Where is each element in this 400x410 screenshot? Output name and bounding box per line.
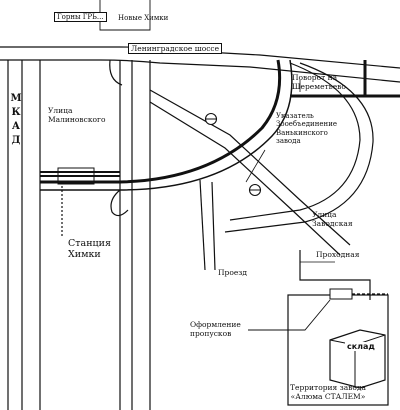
- pointer-callout: [245, 149, 266, 183]
- label-malinovsky-street: Улица Малиновского: [48, 106, 106, 124]
- station-railway: [40, 171, 120, 177]
- checkpoint-gate: [329, 288, 353, 300]
- driveway-road: [299, 250, 371, 300]
- label-top-left-box: Горны ГРЬ...: [54, 12, 107, 22]
- mkad-letter: М: [10, 93, 22, 104]
- diagonal-road: [149, 89, 351, 246]
- railway-curve: [40, 59, 282, 184]
- label-warehouse: склад: [345, 342, 377, 351]
- mkad-letter: К: [11, 107, 21, 118]
- label-pass-road: Проезд: [218, 268, 248, 277]
- label-top-road: Новые Химки: [118, 14, 169, 22]
- ramp-curve: [109, 59, 123, 86]
- outer-curve: [229, 62, 361, 221]
- warehouse-building: [329, 329, 386, 389]
- label-khimki-station: Станция Химки: [68, 238, 111, 261]
- label-driveway: Проходная: [316, 250, 360, 259]
- label-leningrad-highway: Ленинградское шоссе: [128, 43, 223, 54]
- mkad-letter: Д: [11, 135, 21, 146]
- pass-office-pointer: [248, 299, 331, 331]
- label-mkad: М К А Д: [10, 92, 22, 148]
- pass-road: [199, 179, 206, 271]
- turn-loop: [110, 189, 129, 217]
- label-factory-territory: Территория завода «Алюма СТАЛЕМ»: [290, 383, 367, 401]
- label-zavodskaya-street: Улица Заводская: [312, 210, 353, 228]
- mkad-letter: А: [11, 121, 21, 132]
- label-pass-office: Оформление пропусков: [190, 320, 241, 338]
- label-pointer: Указатель Зооебъединение Ванькинского за…: [276, 112, 338, 146]
- label-sheremetyevo-turn: Поворот на Шереметьево: [292, 73, 346, 91]
